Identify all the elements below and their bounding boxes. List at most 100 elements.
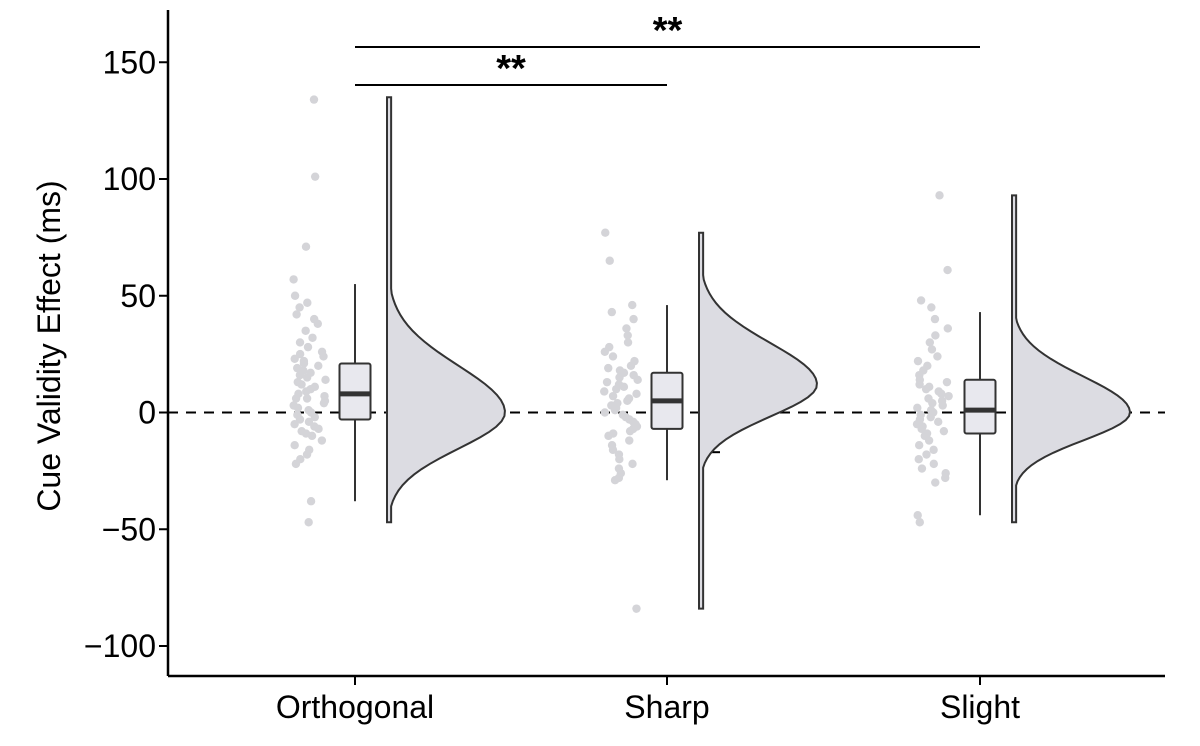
- data-point: [304, 518, 313, 527]
- data-point: [292, 310, 301, 319]
- data-point: [310, 382, 320, 392]
- group-sharp: [600, 228, 818, 613]
- data-point: [289, 401, 298, 410]
- data-point: [295, 338, 305, 347]
- data-point: [926, 405, 936, 415]
- data-point: [614, 450, 624, 459]
- data-point: [931, 478, 940, 487]
- data-point: [297, 426, 306, 436]
- data-point: [608, 391, 618, 401]
- data-point: [607, 307, 617, 317]
- data-point: [308, 333, 317, 342]
- data-point: [934, 417, 943, 427]
- data-point: [914, 440, 924, 450]
- data-point: [629, 370, 638, 380]
- data-point: [914, 455, 923, 464]
- data-point: [290, 440, 299, 450]
- box-iqr: [963, 378, 997, 435]
- groups: [289, 95, 1132, 613]
- data-point: [303, 342, 313, 352]
- data-point: [924, 394, 933, 403]
- data-point: [608, 352, 618, 361]
- data-point: [607, 440, 617, 450]
- data-point: [922, 450, 931, 459]
- significance-label: **: [653, 10, 683, 52]
- data-point: [290, 291, 300, 300]
- data-point: [939, 426, 949, 436]
- data-point: [623, 338, 633, 347]
- data-point: [937, 396, 947, 406]
- data-point: [604, 363, 613, 373]
- data-point: [630, 356, 639, 366]
- points-slight: [912, 191, 953, 527]
- data-point: [299, 356, 309, 366]
- x-tick-label: Slight: [940, 689, 1020, 725]
- density-cloud: [698, 231, 818, 610]
- density-cloud: [1011, 194, 1132, 524]
- data-point: [628, 300, 637, 310]
- data-point: [925, 382, 934, 392]
- density-cloud: [386, 96, 506, 524]
- data-point: [302, 394, 312, 403]
- data-point: [294, 389, 303, 399]
- data-point: [935, 191, 944, 200]
- group-orthogonal: [289, 95, 506, 527]
- data-point: [314, 361, 323, 370]
- y-tick-label: −100: [84, 628, 156, 664]
- data-point: [310, 172, 320, 181]
- y-tick-label: 0: [138, 395, 156, 431]
- data-point: [625, 436, 634, 445]
- data-point: [916, 296, 926, 305]
- data-point: [930, 314, 940, 324]
- data-point: [915, 518, 924, 527]
- data-point: [605, 256, 614, 265]
- data-point: [613, 398, 622, 408]
- data-point: [629, 314, 638, 324]
- data-point: [309, 314, 319, 324]
- x-tick-label: Sharp: [624, 689, 709, 725]
- data-point: [927, 303, 936, 312]
- y-tick-label: 50: [120, 278, 156, 314]
- data-point: [305, 445, 314, 455]
- data-point: [295, 303, 304, 312]
- data-point: [614, 464, 624, 473]
- data-point: [600, 408, 610, 417]
- significance-label: **: [496, 48, 526, 90]
- points-orthogonal: [289, 95, 330, 527]
- data-point: [931, 331, 940, 340]
- data-point: [943, 324, 953, 333]
- data-point: [623, 331, 632, 340]
- data-point: [317, 347, 327, 356]
- data-point: [293, 377, 302, 387]
- data-point: [944, 391, 953, 401]
- data-point: [296, 455, 305, 464]
- data-point: [934, 387, 943, 396]
- data-point: [608, 429, 618, 438]
- data-point: [605, 342, 614, 352]
- data-point: [301, 326, 310, 335]
- data-point: [601, 228, 610, 237]
- x-tick-label: Orthogonal: [276, 689, 434, 725]
- y-tick-label: 100: [103, 161, 156, 197]
- data-point: [628, 459, 637, 469]
- data-point: [293, 363, 302, 373]
- data-point: [295, 349, 305, 359]
- data-point: [289, 275, 298, 284]
- data-point: [317, 436, 327, 445]
- data-point: [320, 391, 329, 401]
- data-point: [916, 410, 925, 420]
- data-point: [632, 604, 641, 613]
- data-point: [913, 403, 922, 413]
- data-point: [925, 338, 935, 347]
- data-point: [943, 265, 952, 275]
- data-point: [929, 445, 938, 455]
- data-point: [614, 380, 624, 389]
- data-point: [927, 345, 937, 354]
- y-axis-title: Cue Validity Effect (ms): [31, 180, 67, 511]
- data-point: [602, 377, 612, 387]
- y-tick-label: 150: [103, 44, 156, 80]
- data-point: [942, 377, 952, 387]
- data-point: [306, 497, 316, 506]
